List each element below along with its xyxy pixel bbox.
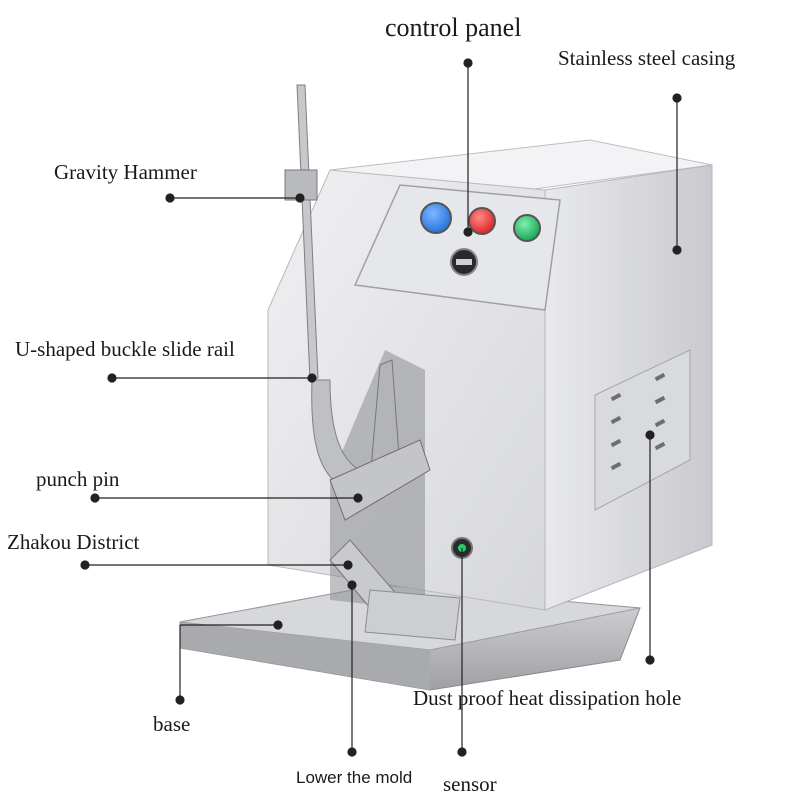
- label-punch-pin: punch pin: [36, 467, 120, 491]
- label-lower-mold: Lower the mold: [296, 768, 413, 787]
- gravity-hammer-assembly: [284, 84, 461, 641]
- label-gravity-hammer: Gravity Hammer: [54, 160, 197, 184]
- label-zhakou-district: Zhakou District: [7, 530, 140, 554]
- label-control-panel: control panel: [385, 13, 522, 42]
- control-panel: [420, 202, 541, 276]
- label-dust-hole: Dust proof heat dissipation hole: [413, 686, 682, 710]
- label-base: base: [153, 712, 191, 736]
- label-stainless-casing: Stainless steel casing: [558, 46, 736, 70]
- label-u-rail: U-shaped buckle slide rail: [15, 337, 235, 361]
- heat-dissipation-vents: [594, 349, 691, 511]
- label-sensor: sensor: [443, 772, 497, 796]
- leader-dot-icon: [463, 58, 473, 68]
